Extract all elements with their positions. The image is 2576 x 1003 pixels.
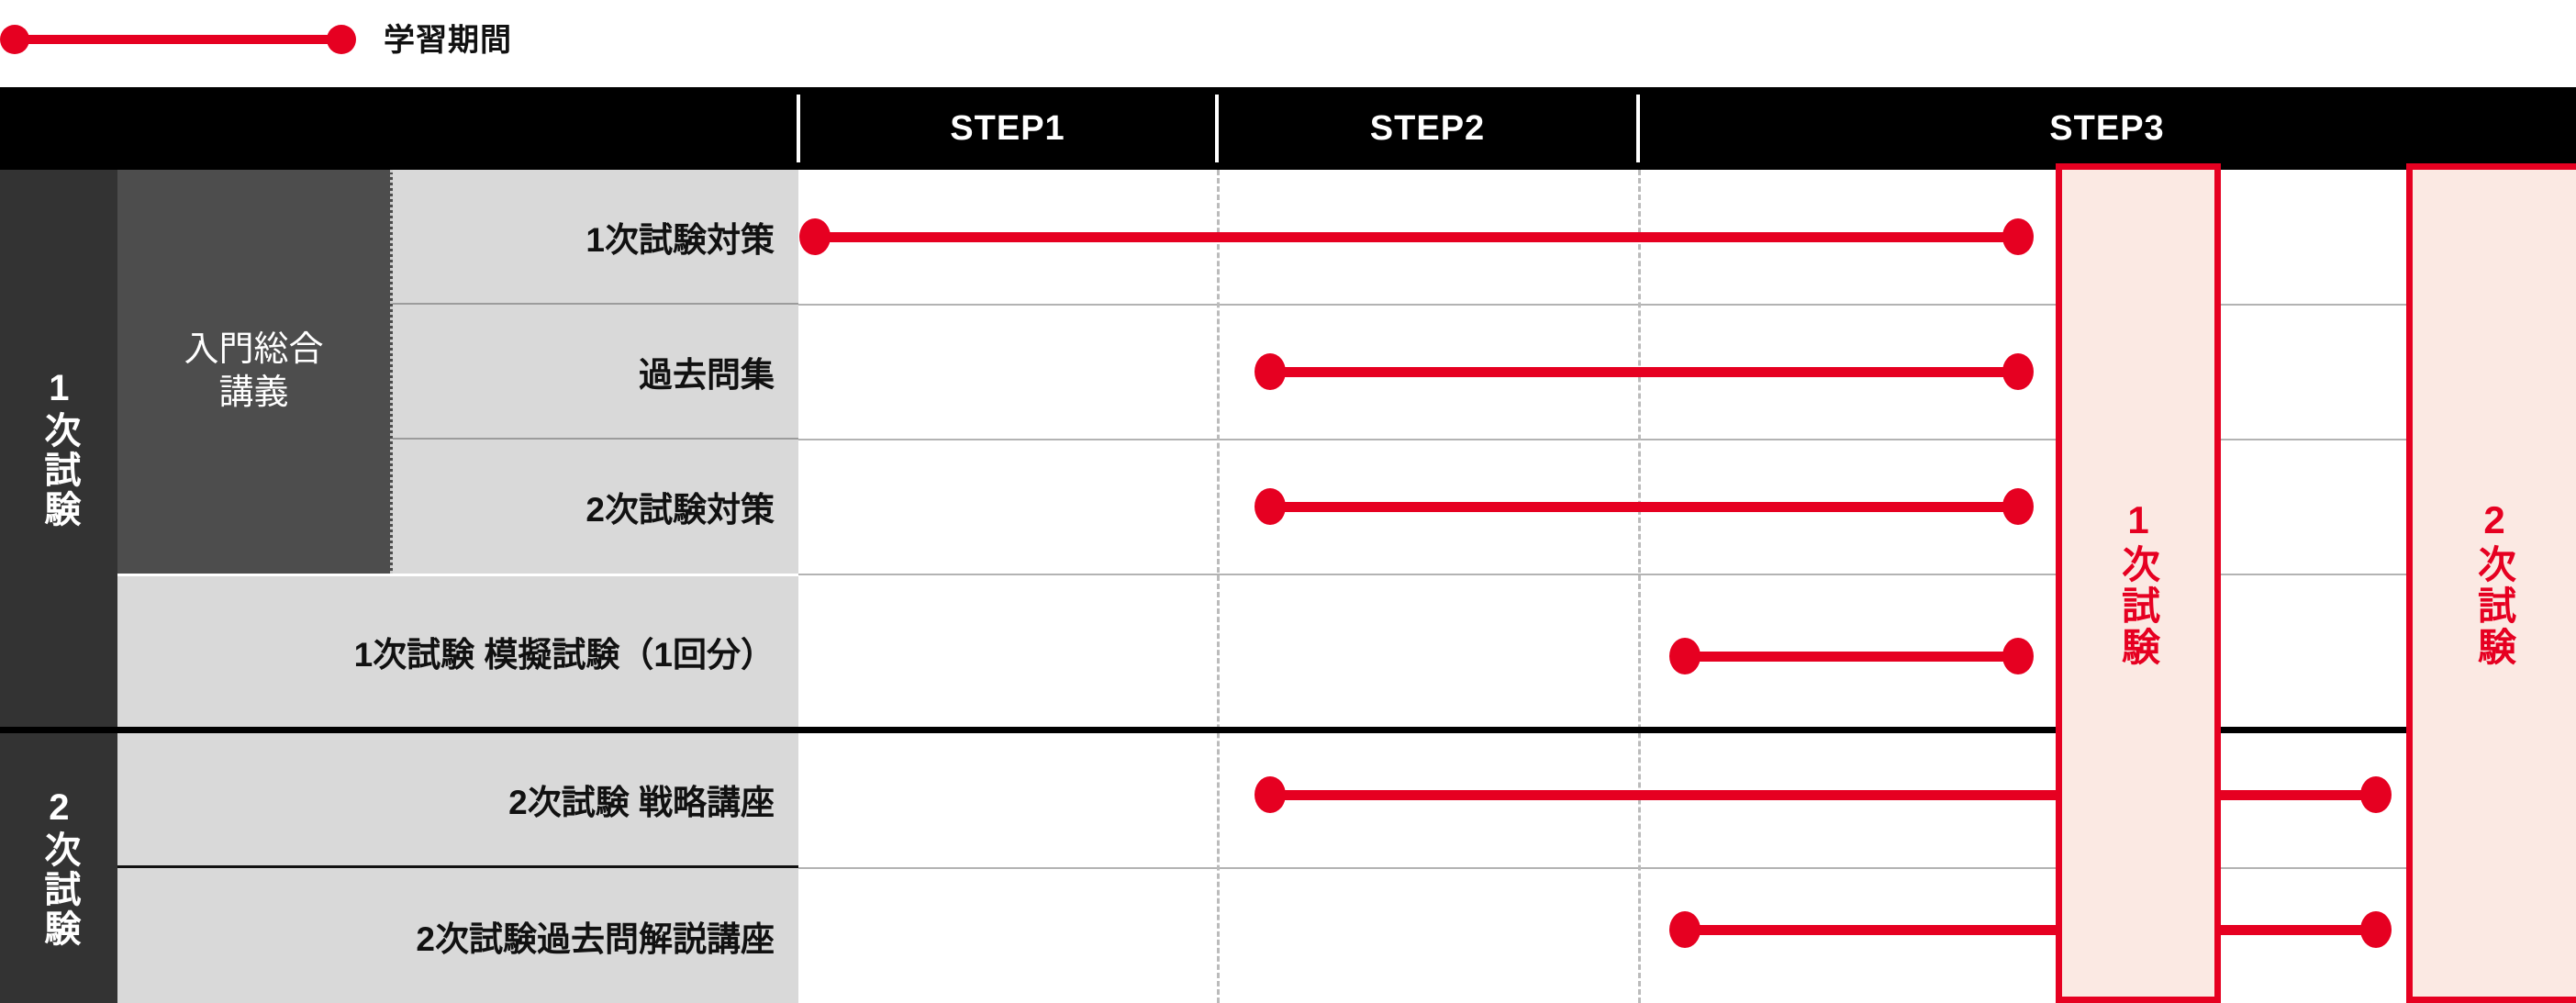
legend-line [7, 35, 354, 44]
step-header-3: STEP3 [1638, 87, 2576, 170]
exam-column-primary-label: 1次試験 [2116, 498, 2160, 668]
legend-start-dot-icon [0, 25, 29, 54]
legend-label: 学習期間 [384, 23, 512, 58]
row-label-5: 2次試験過去問解説講座 [117, 868, 798, 1003]
step-divider-2 [1636, 95, 1640, 162]
study-bar-row-3-start-dot-icon [1669, 638, 1701, 674]
study-bar-row-0 [813, 232, 2017, 242]
category-cell-secondary-exam: 2次試験 [0, 733, 117, 1003]
study-bar-row-1 [1268, 367, 2017, 377]
row-label-1: 過去問集 [393, 305, 798, 440]
timeline-step-divider-2 [1638, 170, 1641, 1003]
study-bar-row-4-segment-1 [1268, 790, 2056, 800]
timeline-step-divider-1 [1217, 170, 1220, 1003]
step-header-2-label: STEP2 [1369, 108, 1486, 148]
category-label-secondary: 2次試験 [39, 787, 80, 949]
legend-end-dot-icon [327, 25, 356, 54]
timeline-row-separator-2 [798, 574, 2576, 575]
study-bar-row-2 [1268, 502, 2017, 512]
timeline-area [798, 170, 2576, 1003]
row-label-2: 2次試験対策 [393, 440, 798, 574]
row-label-0: 1次試験対策 [393, 170, 798, 305]
step-divider-1 [1215, 95, 1219, 162]
study-bar-row-0-end-dot-icon [2002, 218, 2034, 255]
step-header-3-label: STEP3 [2049, 108, 2165, 148]
step-header-2: STEP2 [1217, 87, 1638, 170]
exam-column-secondary: 2次試験 [2406, 163, 2576, 1003]
timeline-row-separator-1 [798, 439, 2576, 440]
row-label-2-text: 2次試験対策 [585, 491, 775, 529]
study-bar-row-5-segment-2 [2221, 925, 2375, 935]
study-bar-row-0-start-dot-icon [799, 218, 831, 255]
row-label-0-text: 1次試験対策 [585, 220, 775, 259]
timeline-row-separator-0 [798, 304, 2576, 306]
study-bar-row-1-end-dot-icon [2002, 353, 2034, 390]
exam-column-primary: 1次試験 [2056, 163, 2221, 1003]
timeline-row-separator-3 [798, 867, 2576, 869]
schedule-body: 1次試験 2次試験 入門総合 講義 1次試験対策 過去問集 2次試験対策 1次試… [0, 170, 2576, 1003]
legend: 学習期間 [0, 0, 2576, 87]
category-label-primary: 1次試験 [39, 367, 80, 529]
row-label-3-text: 1次試験 模擬試験（1回分） [353, 636, 775, 674]
study-bar-row-3-end-dot-icon [2002, 638, 2034, 674]
row-label-4-text: 2次試験 戦略講座 [508, 784, 775, 821]
step-divider-0 [797, 95, 800, 162]
row-label-1-text: 過去問集 [639, 355, 775, 394]
row-label-4: 2次試験 戦略講座 [117, 733, 798, 868]
study-bar-row-2-end-dot-icon [2002, 488, 2034, 525]
row-label-5-text: 2次試験過去問解説講座 [416, 919, 775, 958]
study-bar-row-4-end-dot-icon [2360, 776, 2392, 813]
study-bar-row-3 [1683, 652, 2017, 662]
study-bar-row-5-start-dot-icon [1669, 911, 1701, 948]
study-bar-row-4-start-dot-icon [1255, 776, 1286, 813]
timeline-header: STEP1 STEP2 STEP3 [0, 87, 2576, 170]
category-cell-primary-exam: 1次試験 [0, 170, 117, 727]
step-header-1-label: STEP1 [950, 108, 1065, 148]
study-bar-row-1-start-dot-icon [1255, 353, 1286, 390]
group-cell-intro-course: 入門総合 講義 [117, 170, 393, 574]
exam-column-secondary-label: 2次試験 [2472, 498, 2516, 668]
group-label-line-2: 講義 [218, 373, 289, 412]
row-label-3: 1次試験 模擬試験（1回分） [117, 576, 798, 727]
study-bar-row-4-segment-2 [2221, 790, 2375, 800]
group-label-line-1: 入門総合 [184, 329, 324, 369]
study-bar-row-5-segment-1 [1683, 925, 2056, 935]
section-divider-rule [0, 727, 2576, 733]
study-bar-row-5-end-dot-icon [2360, 911, 2392, 948]
group-label-intro-course: 入門総合 講義 [184, 329, 323, 415]
study-bar-row-2-start-dot-icon [1255, 488, 1286, 525]
step-header-1: STEP1 [798, 87, 1217, 170]
